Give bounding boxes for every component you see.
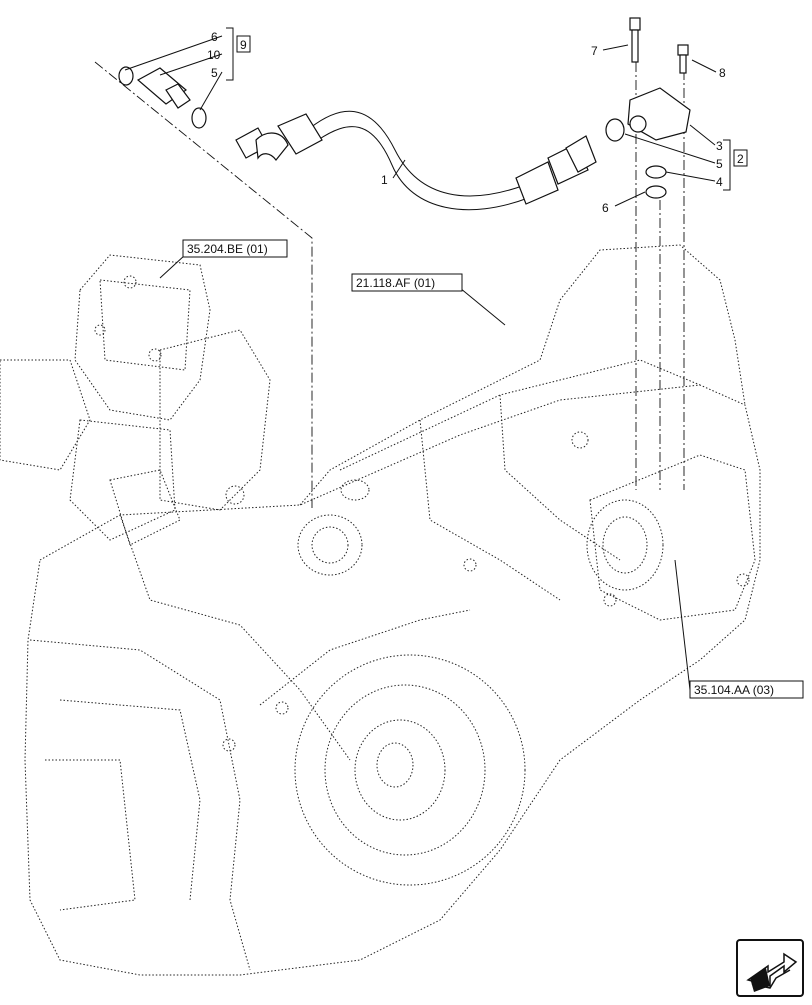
callout-4: 4 — [716, 175, 723, 189]
reference-links: 35.204.BE (01) 21.118.AF (01) 35.104.AA … — [182, 239, 804, 699]
ref-link-35-204-be[interactable]: 35.204.BE (01) — [182, 239, 288, 258]
callout-8: 8 — [719, 66, 726, 80]
callout-9-box — [236, 35, 251, 53]
ref-link-21-118-af[interactable]: 21.118.AF (01) — [351, 273, 463, 292]
pto-valve-assembly — [0, 254, 271, 546]
callout-6-right: 6 — [602, 201, 609, 215]
svg-text:35.204.BE (01): 35.204.BE (01) — [187, 242, 268, 256]
svg-text:21.118.AF (01): 21.118.AF (01) — [356, 276, 435, 290]
callout-9: 9 — [240, 38, 247, 52]
svg-text:35.104.AA (03): 35.104.AA (03) — [694, 683, 774, 697]
callout-5-right: 5 — [716, 157, 723, 171]
callout-labels: 6 10 5 9 1 7 8 3 5 4 2 6 — [207, 30, 748, 215]
assembly-guide-lines — [94, 61, 685, 508]
leader-lines — [124, 27, 731, 691]
connector-block — [605, 17, 691, 199]
callout-6-left: 6 — [211, 30, 218, 44]
callout-2-box — [733, 149, 748, 167]
hydraulic-hose — [235, 110, 597, 211]
callout-7: 7 — [591, 44, 598, 58]
next-page-arrow-icon[interactable] — [736, 939, 804, 997]
callout-10: 10 — [207, 48, 221, 62]
callout-3: 3 — [716, 139, 723, 153]
transmission-housing — [24, 244, 761, 976]
callout-1: 1 — [381, 173, 388, 187]
callout-5-left: 5 — [211, 66, 218, 80]
adapter-fitting — [118, 66, 207, 129]
callout-2: 2 — [737, 152, 744, 166]
ref-link-35-104-aa[interactable]: 35.104.AA (03) — [689, 680, 804, 699]
